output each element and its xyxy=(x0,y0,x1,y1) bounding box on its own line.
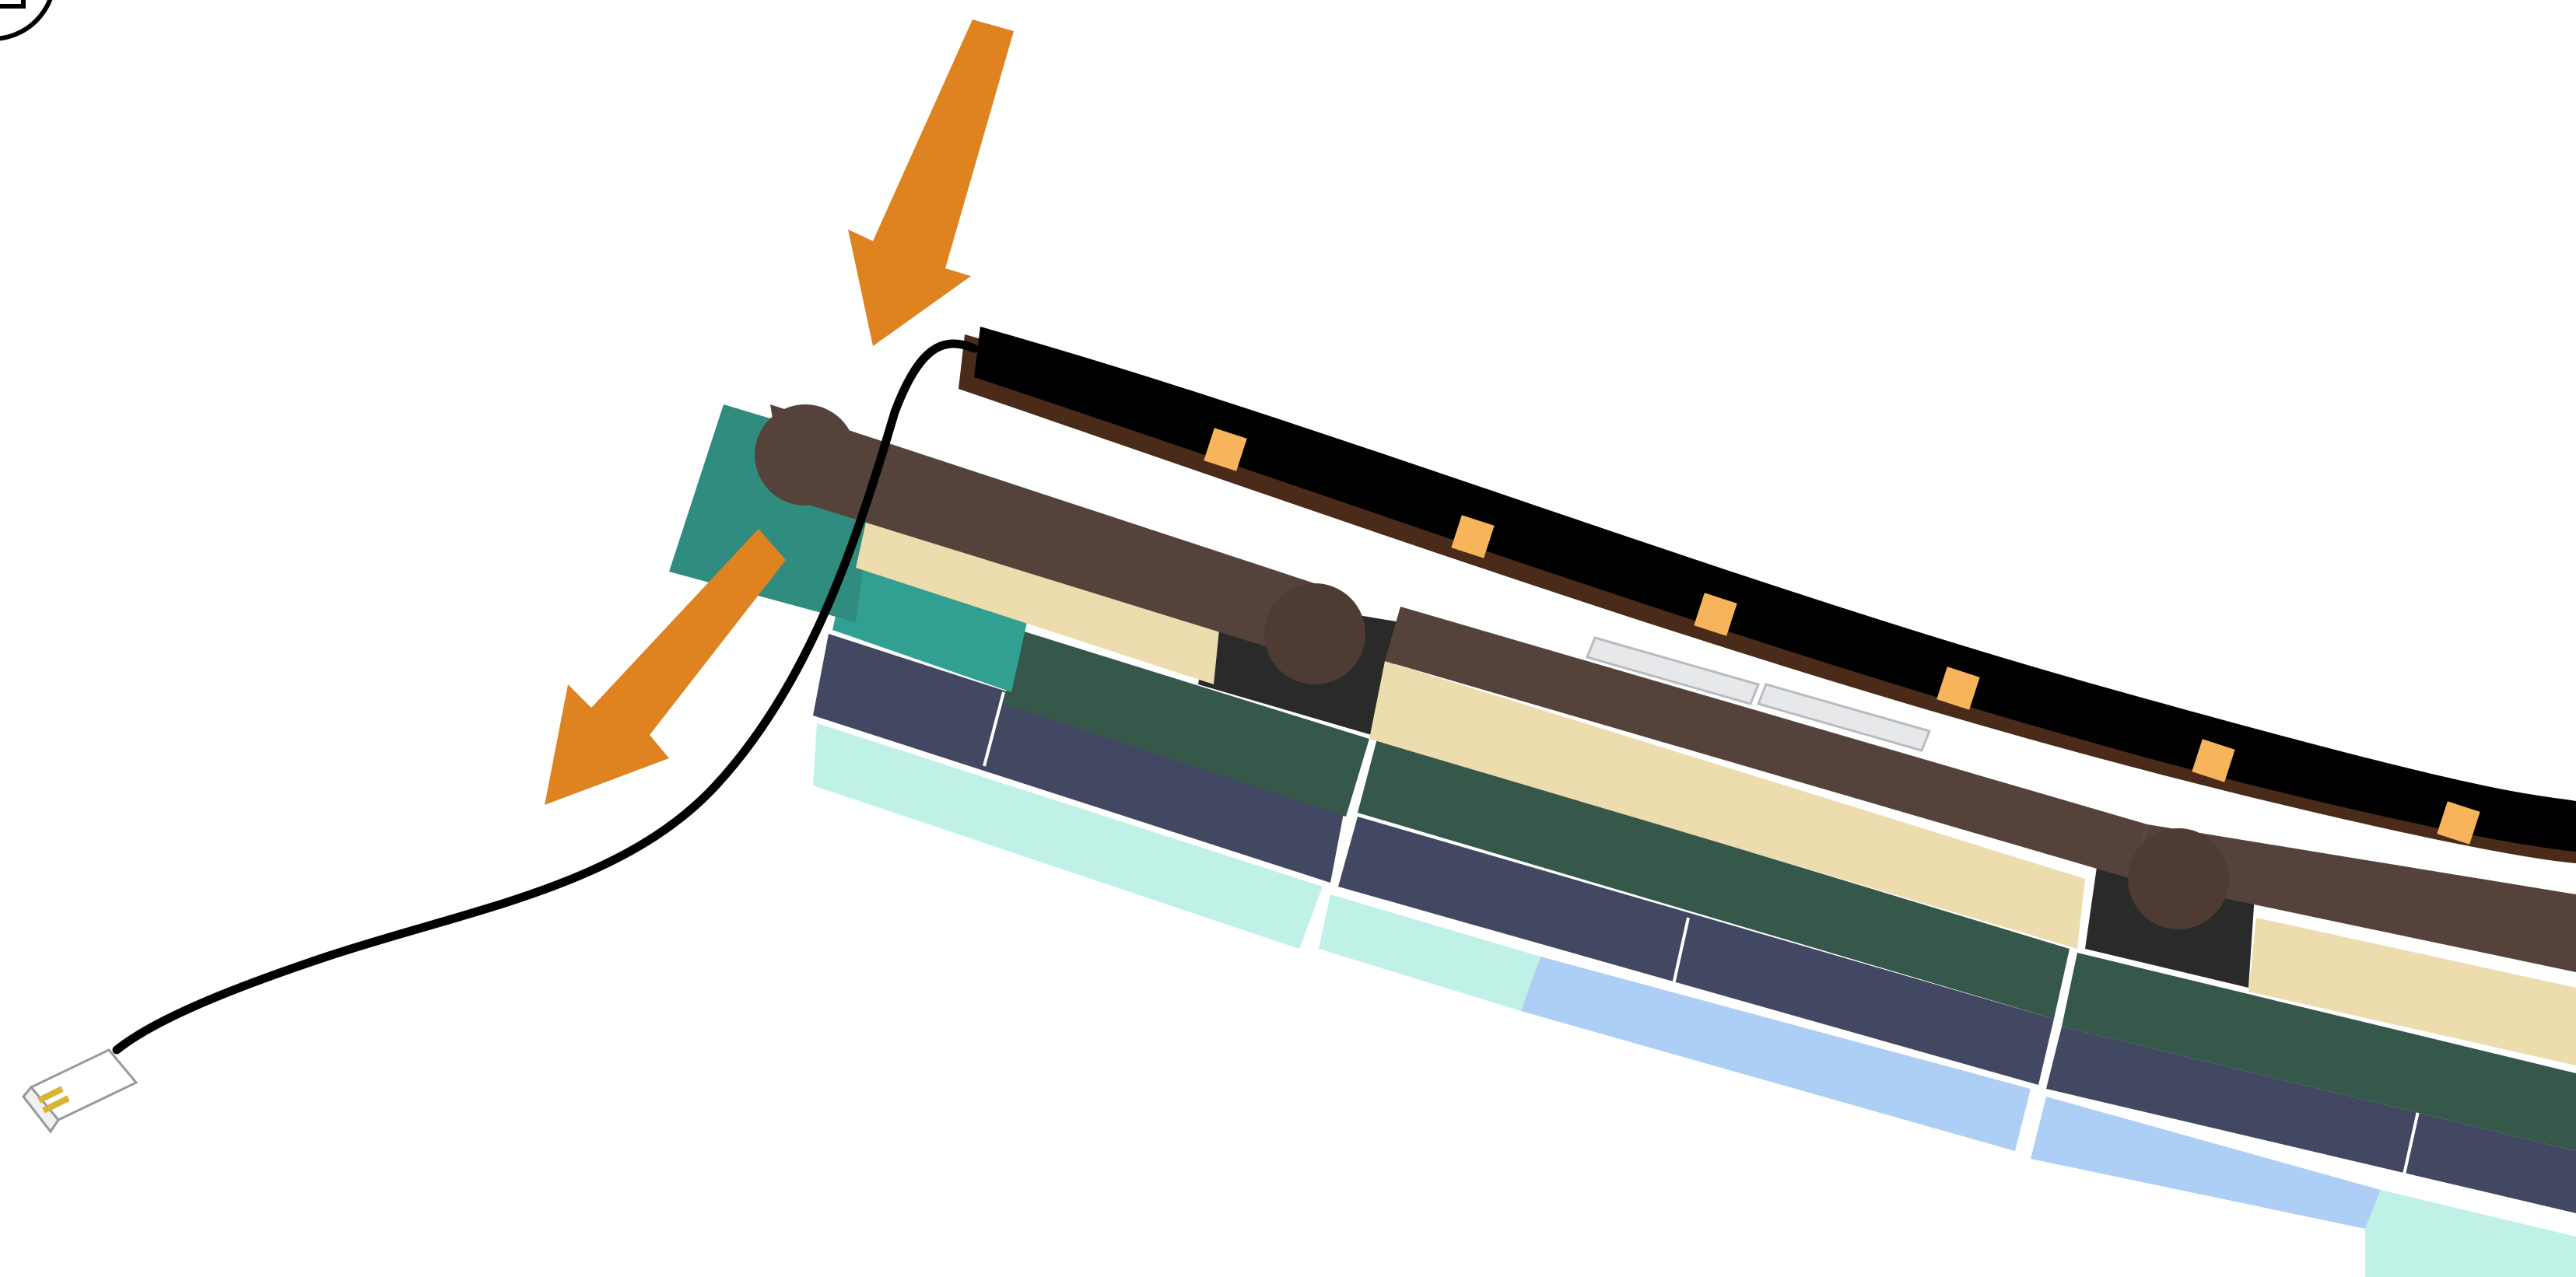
arrow-down-left-icon xyxy=(545,529,786,805)
arrow-down-icon xyxy=(848,19,1014,346)
hinge-knob-left xyxy=(1264,583,1365,684)
plug-connector-icon xyxy=(23,1050,136,1132)
hinge-knob-top xyxy=(755,404,856,506)
step-badge-icon xyxy=(0,0,54,39)
hinge-knob-right xyxy=(2128,828,2229,929)
